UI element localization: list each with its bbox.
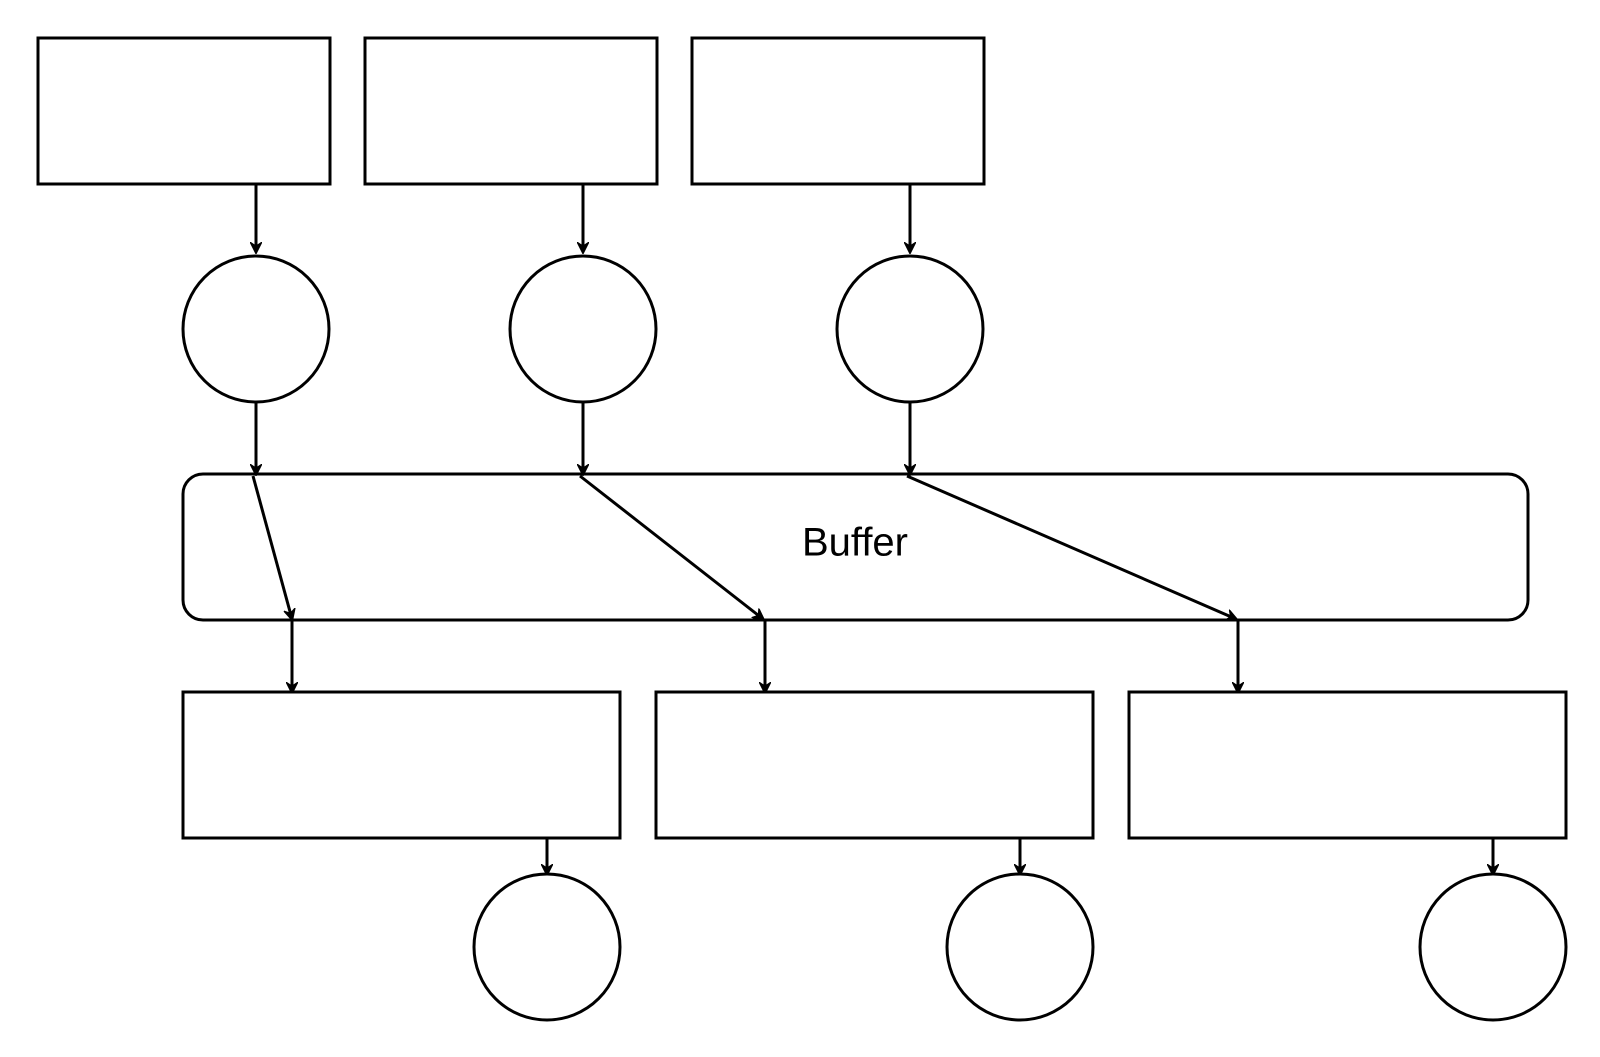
output-circle-3 [1418, 872, 1568, 1022]
source-box-1 [36, 36, 332, 186]
process-circle-1 [181, 254, 331, 404]
process-circle-3 [835, 254, 985, 404]
process-circle-2 [508, 254, 658, 404]
source-box-3 [690, 36, 986, 186]
buffer-label: Buffer [802, 521, 908, 565]
consumer-box-1 [181, 690, 622, 840]
arrow-buffer-diagonal-3 [906, 474, 1236, 619]
output-circle-2 [945, 872, 1095, 1022]
output-circle-1 [472, 872, 622, 1022]
arrow-buffer-diagonal-2 [579, 474, 763, 619]
consumer-box-3 [1127, 690, 1568, 840]
source-box-2 [363, 36, 659, 186]
consumer-box-2 [654, 690, 1095, 840]
arrow-buffer-diagonal-1 [251, 475, 292, 619]
buffer-box [181, 472, 1530, 622]
